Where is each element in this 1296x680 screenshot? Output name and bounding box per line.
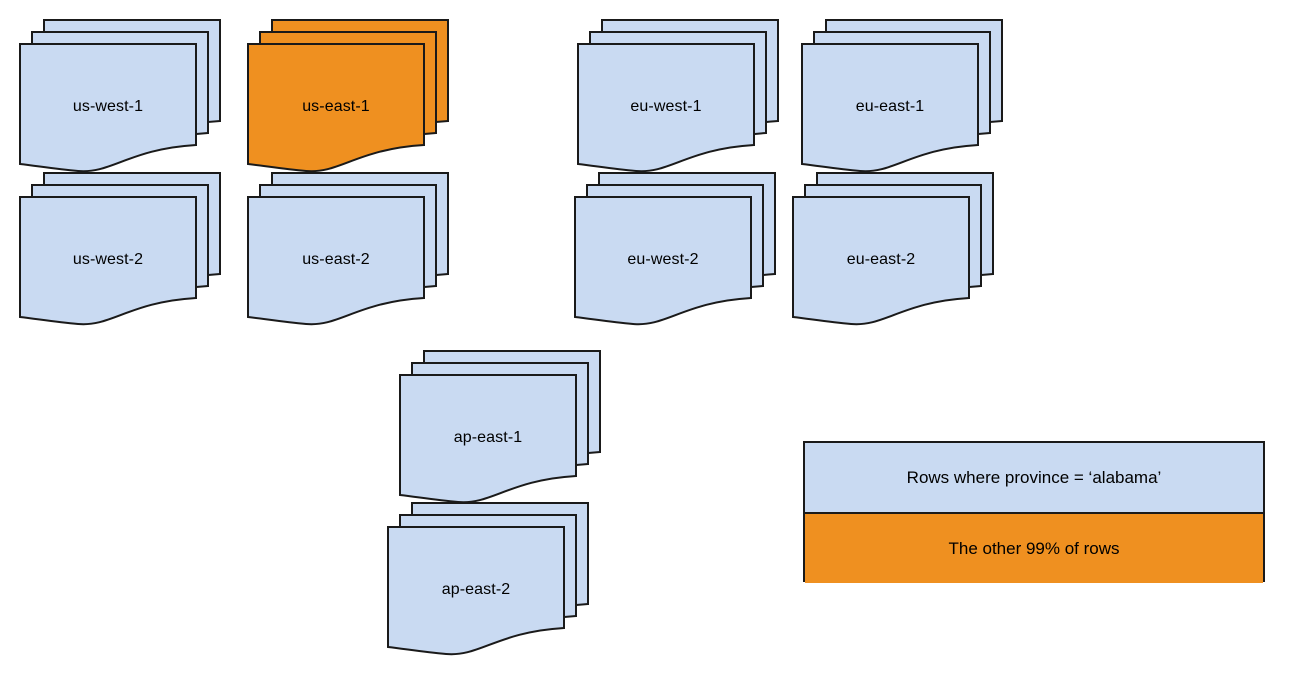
- shard-stack-graphic: [19, 172, 221, 326]
- shard-stack-us-east-1[interactable]: us-east-1: [247, 19, 449, 180]
- shard-stack-ap-east-2[interactable]: ap-east-2: [387, 502, 589, 663]
- shard-stack-us-west-1[interactable]: us-west-1: [19, 19, 221, 180]
- shard-stack-eu-west-1[interactable]: eu-west-1: [577, 19, 779, 180]
- shard-sheet-front: [19, 196, 197, 326]
- legend-row-label: The other 99% of rows: [948, 538, 1120, 558]
- shard-stack-graphic: [387, 502, 589, 656]
- legend-row-label: Rows where province = ‘alabama’: [906, 467, 1162, 487]
- legend-row-2: The other 99% of rows: [805, 514, 1263, 583]
- shard-sheet-front: [577, 43, 755, 173]
- shard-sheet-front: [801, 43, 979, 173]
- shard-sheet-front: [387, 526, 565, 656]
- legend-row-1: Rows where province = ‘alabama’: [805, 443, 1263, 514]
- legend: Rows where province = ‘alabama’ The other…: [803, 441, 1265, 583]
- shard-stack-us-east-2[interactable]: us-east-2: [247, 172, 449, 333]
- shard-stack-eu-west-2[interactable]: eu-west-2: [574, 172, 776, 333]
- shard-stack-graphic: [247, 172, 449, 326]
- shard-sheet-front: [247, 43, 425, 173]
- shard-stack-ap-east-1[interactable]: ap-east-1: [399, 350, 601, 511]
- shard-stack-graphic: [577, 19, 779, 173]
- shard-sheet-front: [247, 196, 425, 326]
- shard-stack-graphic: [247, 19, 449, 173]
- shard-stack-eu-east-1[interactable]: eu-east-1: [801, 19, 1003, 180]
- shard-stack-graphic: [19, 19, 221, 173]
- shard-sheet-front: [792, 196, 970, 326]
- shard-sheet-front: [399, 374, 577, 504]
- shard-stack-graphic: [792, 172, 994, 326]
- shard-sheet-front: [574, 196, 752, 326]
- shard-stack-graphic: [801, 19, 1003, 173]
- shard-sheet-front: [19, 43, 197, 173]
- shard-stack-us-west-2[interactable]: us-west-2: [19, 172, 221, 333]
- shard-stack-graphic: [399, 350, 601, 504]
- shard-stack-graphic: [574, 172, 776, 326]
- shard-stack-eu-east-2[interactable]: eu-east-2: [792, 172, 994, 333]
